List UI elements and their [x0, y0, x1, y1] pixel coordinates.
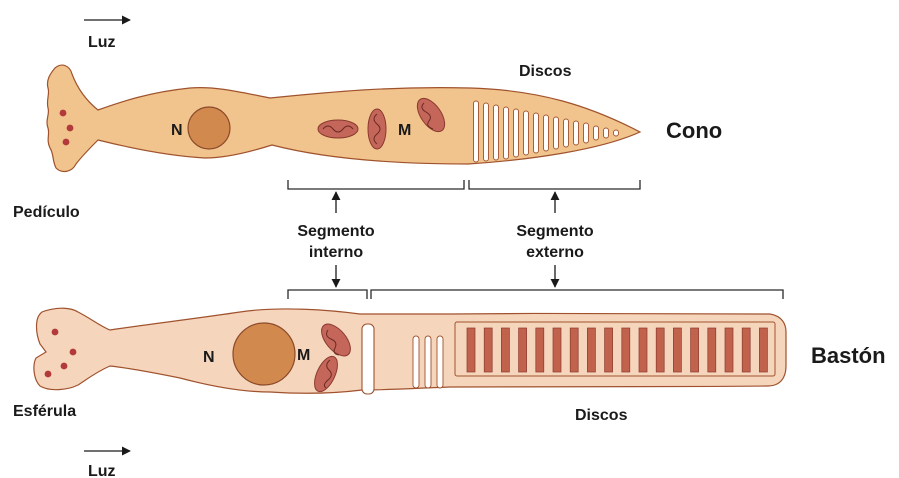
rod-disc	[656, 328, 664, 372]
rod-disc	[725, 328, 733, 372]
rod-disc	[570, 328, 578, 372]
cone-discs-label: Discos	[519, 63, 572, 80]
rod-cell: N M	[34, 308, 786, 395]
rod-open-slit	[437, 336, 443, 388]
rod-discs-label: Discos	[575, 407, 628, 424]
cone-outer-segment-bracket	[469, 180, 640, 189]
rod-mito-label: M	[297, 347, 310, 364]
rod-disc	[553, 328, 561, 372]
cone-cell: N M	[47, 65, 640, 171]
spherule-vesicle	[61, 363, 68, 370]
rod-disc	[673, 328, 681, 372]
rod-disc	[536, 328, 544, 372]
cone-disc-slit	[484, 103, 489, 161]
rod-disc	[639, 328, 647, 372]
cone-disc-slit	[494, 105, 499, 160]
cone-nucleus-label: N	[171, 122, 183, 139]
pedicle-vesicle	[60, 110, 67, 117]
rod-disc	[605, 328, 613, 372]
rod-disc	[501, 328, 509, 372]
cone-disc-slit	[504, 107, 509, 159]
rod-inner-segment-bracket	[288, 290, 367, 299]
pedicle-vesicle	[63, 139, 70, 146]
rod-open-slit	[425, 336, 431, 388]
rod-outer-segment-bracket	[371, 290, 783, 299]
rod-open-slit	[413, 336, 419, 388]
cone-inner-segment-bracket	[288, 180, 464, 189]
cone-disc-slit	[474, 101, 479, 162]
rod-disc	[484, 328, 492, 372]
cone-disc-slit	[594, 126, 599, 140]
rod-title: Bastón	[811, 343, 886, 368]
rod-disc	[587, 328, 595, 372]
cone-disc-slit	[544, 115, 549, 151]
cone-disc-slit	[564, 119, 569, 147]
light-label-bottom: Luz	[88, 463, 116, 478]
rod-disc	[622, 328, 630, 372]
pedicle-vesicle	[67, 125, 74, 132]
cone-mitochondrion	[368, 109, 386, 149]
rod-nucleus-label: N	[203, 349, 215, 366]
cone-title: Cono	[666, 118, 722, 143]
cone-nucleus	[188, 107, 230, 149]
rod-open-disc-group	[413, 336, 443, 388]
spherule-label: Esférula	[13, 403, 76, 420]
cone-disc-slit	[604, 128, 609, 138]
rod-disc	[742, 328, 750, 372]
cone-disc-slit	[554, 117, 559, 149]
light-label-top: Luz	[88, 34, 116, 51]
rod-disc	[759, 328, 767, 372]
cone-disc-slit	[534, 113, 539, 153]
cone-mito-label: M	[398, 122, 411, 139]
outer-segment-label-line2: externo	[526, 244, 584, 261]
inner-segment-label-line1: Segmento	[297, 223, 375, 240]
rod-nucleus	[233, 323, 295, 385]
rod-disc	[519, 328, 527, 372]
spherule-vesicle	[70, 349, 77, 356]
cone-disc-slit	[584, 123, 589, 143]
cone-disc-slit	[574, 121, 579, 145]
rod-gap	[362, 324, 374, 394]
cone-disc-slit	[614, 130, 619, 136]
spherule-vesicle	[52, 329, 59, 336]
outer-segment-label-line1: Segmento	[516, 223, 594, 240]
cone-body	[47, 65, 640, 171]
cone-disc-slit	[514, 109, 519, 157]
rod-disc	[691, 328, 699, 372]
pedicle-label: Pedículo	[13, 204, 80, 221]
inner-segment-label-line2: interno	[309, 244, 363, 261]
cone-disc-slit	[524, 111, 529, 155]
cone-mitochondrion	[318, 120, 358, 138]
spherule-vesicle	[45, 371, 52, 378]
rod-disc	[708, 328, 716, 372]
rod-disc	[467, 328, 475, 372]
